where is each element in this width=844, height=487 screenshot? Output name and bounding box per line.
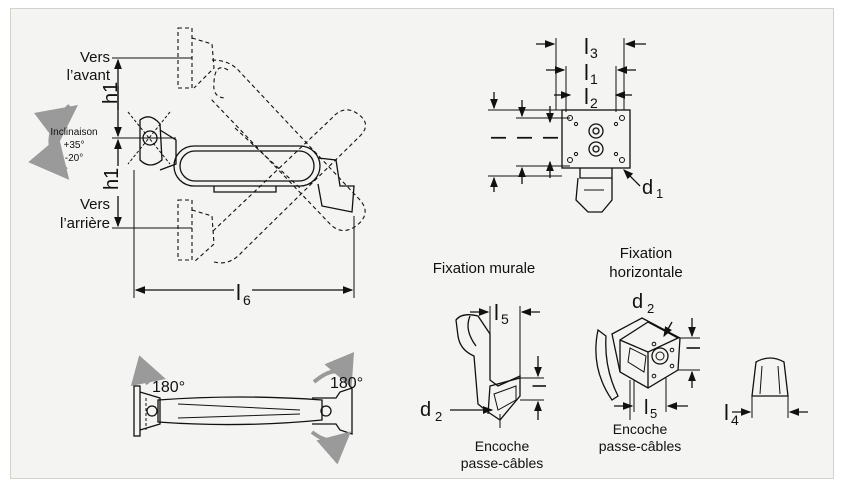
cap-detail: l 4 [724, 357, 808, 428]
l6-sub: 6 [243, 292, 251, 308]
l2-vertical-label: l [541, 136, 563, 140]
mounting-plate-view: l 3 l 1 l 2 l l l d 1 [488, 34, 663, 213]
wall-mount-title: Fixation murale [433, 260, 536, 277]
horiz-d2-sub: 2 [647, 301, 654, 316]
tilt-label: Inclinaison [50, 127, 97, 138]
l2-label: l [584, 84, 589, 109]
horiz-cable-label-line2: passe-câbles [599, 438, 682, 454]
h1-label-lower: h1 [101, 168, 123, 190]
l6-label: l [236, 280, 241, 305]
l4-sub: 4 [731, 412, 739, 428]
tilt-down-value: -20° [65, 153, 83, 164]
lower-ghost-position [177, 109, 367, 264]
wall-l5-vertical-label: l [530, 384, 550, 388]
horizontal-mount-title-line2: horizontale [609, 264, 682, 281]
horiz-cable-label-line1: Encoche [613, 421, 668, 437]
l3-vertical-label: l [489, 136, 511, 140]
horiz-l5-sub: 5 [650, 406, 657, 421]
tilt-up-value: +35° [64, 140, 85, 151]
arm-solid [127, 111, 355, 213]
wall-d2-label: d [420, 399, 431, 421]
forward-label-line2: l’avant [67, 67, 111, 84]
l2-sub: 2 [590, 95, 598, 111]
top-view-arm: 180° 180° [130, 351, 363, 465]
wall-mount-view: Fixation murale l 5 l d 2 Encoche passe-… [420, 260, 550, 471]
d1-sub: 1 [656, 186, 663, 201]
d1-label: d [642, 177, 653, 199]
horiz-l5-label: l [644, 397, 648, 419]
wall-cable-label-line1: Encoche [475, 438, 530, 454]
horizontal-mount-title-line1: Fixation [620, 245, 673, 262]
side-view-arm: h1 h1 Inclinaison +35° -20° Vers l’avant… [28, 27, 367, 308]
wall-d2-sub: 2 [435, 409, 442, 424]
horiz-d2-label: d [632, 291, 643, 313]
upper-ghost-position [177, 27, 366, 232]
diagram-panel [10, 8, 834, 479]
backward-label-line1: Vers [80, 196, 110, 213]
tilt-arrows [28, 104, 78, 180]
backward-label-line2: l’arrière [60, 215, 110, 232]
wall-cable-label-line2: passe-câbles [461, 455, 544, 471]
rotation-right-label: 180° [330, 375, 363, 392]
h1-dimension-upper: h1 [100, 57, 192, 139]
horiz-l5-vertical-label: l [684, 346, 704, 350]
wall-l5-sub: 5 [501, 311, 509, 327]
l3-sub: 3 [590, 45, 598, 61]
rotation-left-label: 180° [152, 379, 185, 396]
horizontal-mount-view: Fixation horizontale d 2 l l 5 Encoche p… [595, 245, 704, 454]
l1-label: l [584, 60, 589, 85]
h1-dimension-lower: h1 [101, 138, 192, 229]
l1-vertical-label: l [515, 136, 537, 140]
l1-sub: 1 [590, 71, 598, 87]
l6-dimension: l 6 [133, 170, 355, 308]
l4-label: l [724, 400, 729, 425]
wall-l5-label: l [494, 300, 499, 325]
l3-label: l [584, 34, 589, 59]
forward-label-line1: Vers [80, 49, 110, 66]
h1-label-upper: h1 [100, 82, 122, 104]
